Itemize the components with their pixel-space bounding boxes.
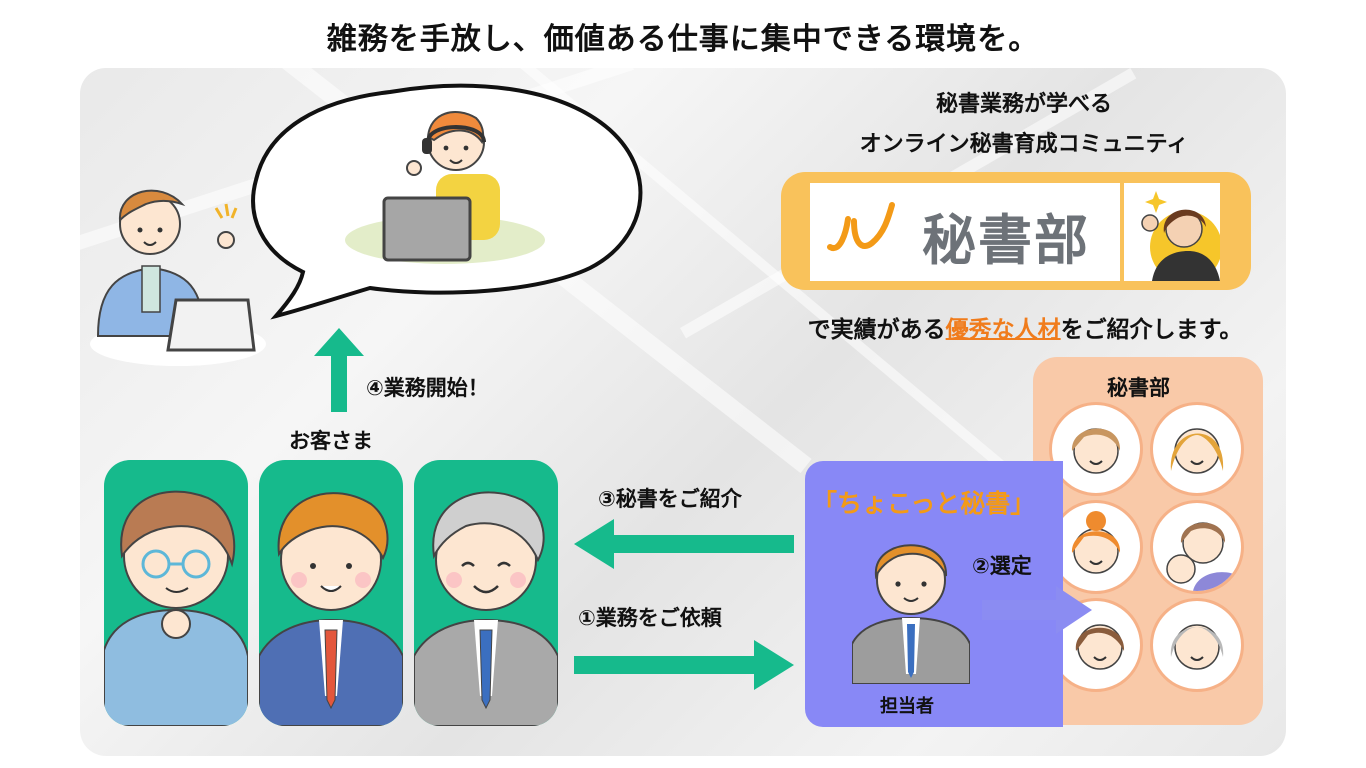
customer-card-1 [104,460,248,726]
manager-illustration [852,544,970,684]
secretary-ok-illustration [1141,191,1220,281]
team-avatar-2 [1150,402,1244,496]
operator-illustration [382,111,500,262]
step4-label: ④業務開始！ [366,376,489,400]
team-avatar-6 [1150,598,1244,692]
logo-text: 秘書部 [922,209,1090,272]
team-title: 秘書部 [1107,376,1170,400]
client-at-laptop-illustration [90,189,266,366]
team-avatar-3 [1049,500,1143,594]
customer-card-2 [259,460,403,726]
tagline-pre: で実績がある [807,317,946,343]
tagline-post: をご紹介します。 [1060,317,1243,343]
step1-label: ①業務をご依頼 [578,606,722,630]
step3-label: ③秘書をご紹介 [598,487,742,511]
page-title: 雑務を手放し、価値ある仕事に集中できる環境を。 [326,22,1040,57]
logo-panel [810,183,1120,281]
arrow-up-icon [314,328,364,412]
promo-tagline: で実績がある優秀な人材をご紹介します。 [760,310,1290,344]
manager-label: 担当者 [880,696,934,717]
team-avatar-4 [1150,500,1244,594]
customer-senior-illustration [414,491,558,726]
customer-card-3 [414,460,558,726]
customers-label: お客さま [289,429,373,453]
logo-mark-icon [827,202,895,251]
step2-label: ②選定 [972,554,1032,578]
tagline-emphasis: 優秀な人材 [945,317,1061,343]
selection-arrow-icon [982,586,1092,634]
arrow-right-icon [574,640,794,690]
customer-suit-illustration [259,492,403,726]
logo-photo [1124,183,1220,281]
promo-line-2: オンライン秘書育成コミュニティ [859,132,1189,157]
customer-glasses-illustration [104,490,248,726]
promo-line-1: 秘書業務が学べる [935,92,1112,117]
arrow-left-icon [574,519,794,569]
service-name: 「ちょこっと秘書」 [812,489,1036,518]
team-avatar-1 [1049,402,1143,496]
